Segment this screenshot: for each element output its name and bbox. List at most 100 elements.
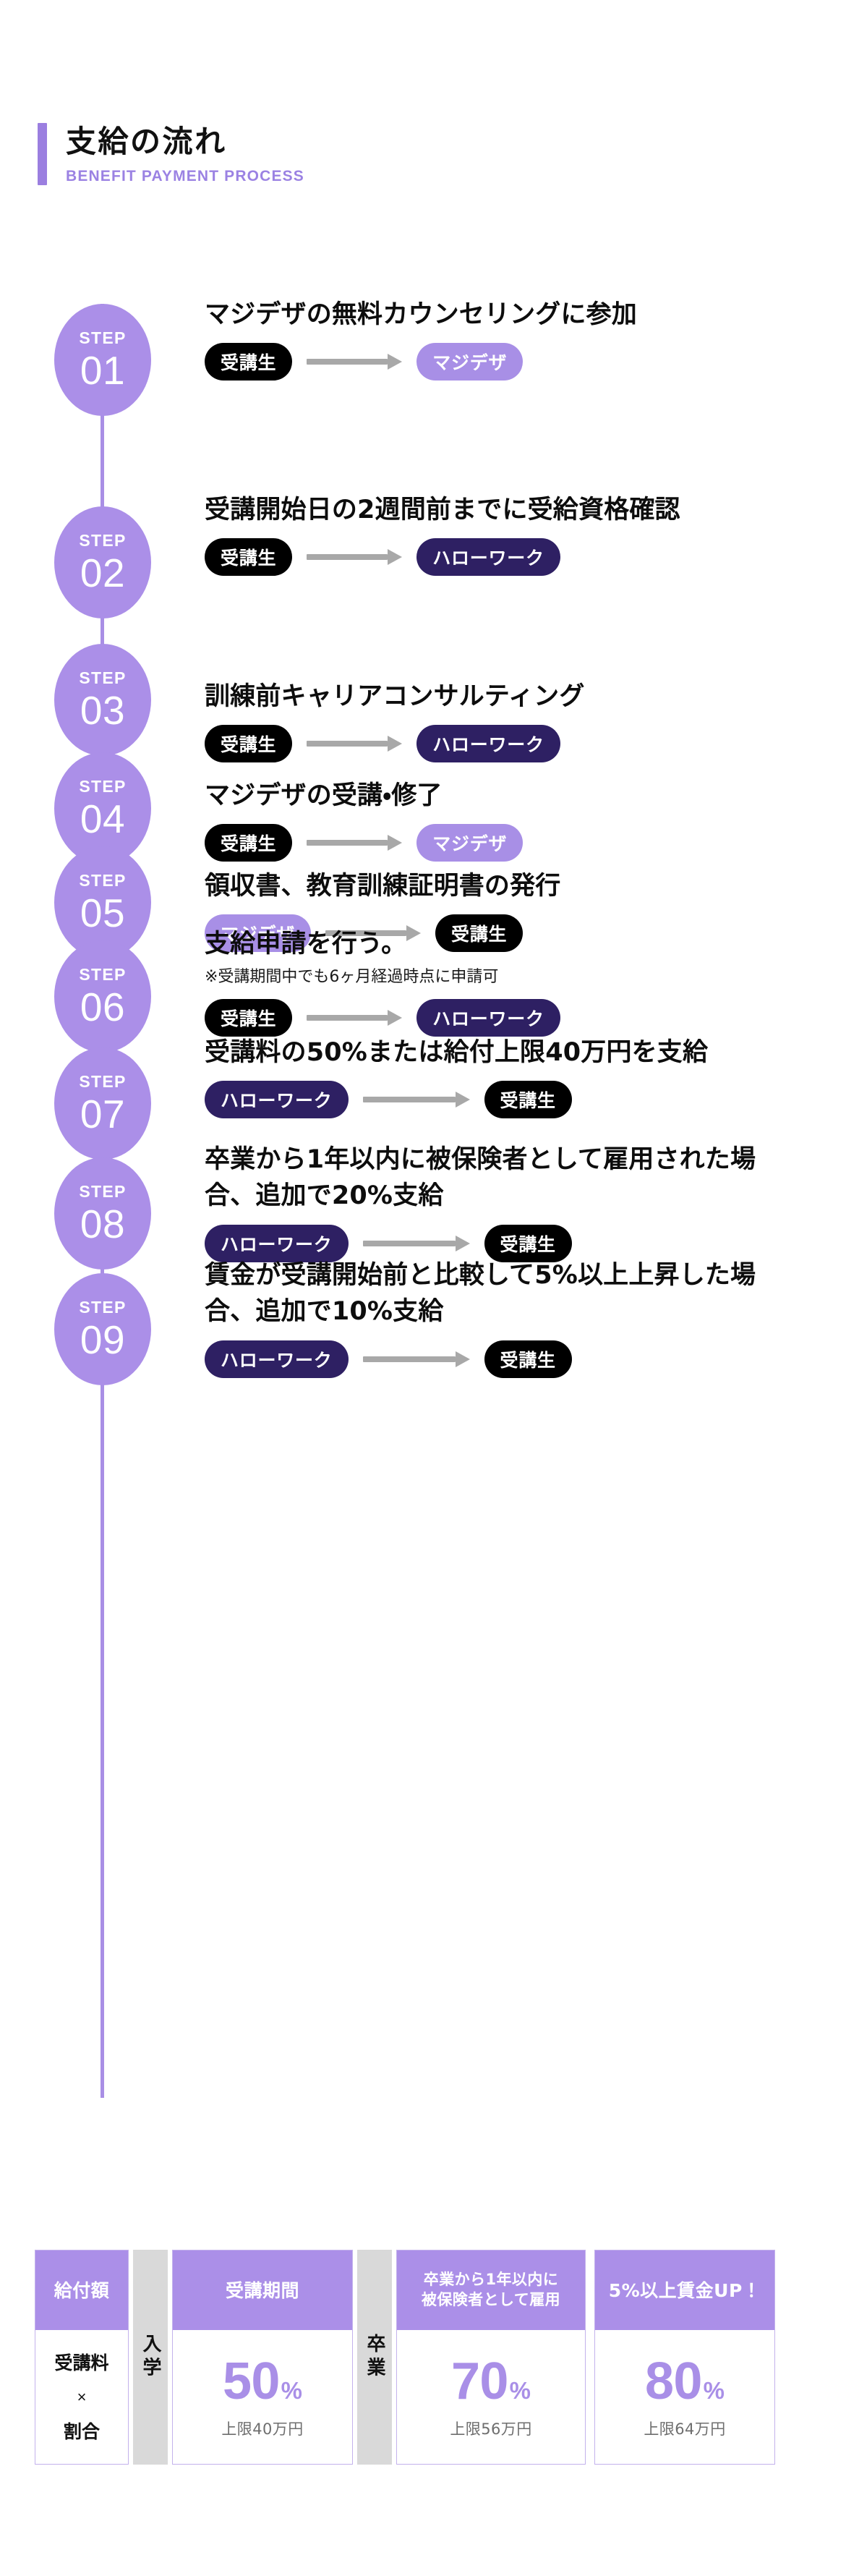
table-column-wage-up: 5%以上賃金UP！ 80 % 上限64万円 — [594, 2250, 775, 2465]
actor-badge-to: 受講生 — [435, 914, 524, 953]
column-header-benefit-amount: 給付額 — [35, 2250, 128, 2330]
step-bullet-number: 07 — [80, 1091, 126, 1136]
actor-badge-to: 受講生 — [484, 1340, 572, 1378]
divider-label-enrollment: 入学 — [140, 2333, 161, 2381]
percent-cap-3: 上限64万円 — [644, 2420, 726, 2438]
column-header-line-2: 被保険者として雇用 — [421, 2291, 561, 2308]
column-header-wage-up: 5%以上賃金UP！ — [595, 2250, 774, 2330]
step-bullet-label: STEP — [79, 1071, 127, 1091]
actor-badge-from: 受講生 — [205, 343, 293, 381]
arrow-shaft — [307, 840, 388, 846]
arrow-head — [388, 1010, 403, 1026]
formula-tuition: 受講料 — [54, 2352, 109, 2373]
step-title: 領収書、教育訓練証明書の発行 — [205, 872, 561, 901]
step-bullet-number: 08 — [80, 1201, 126, 1246]
actor-badge-to: ハローワーク — [416, 538, 560, 577]
step-title: マジデザの無料カウンセリングに参加 — [205, 300, 637, 329]
actor-badge-to: マジデザ — [416, 343, 524, 381]
page-subtitle: BENEFIT PAYMENT PROCESS — [66, 168, 304, 185]
step-actor-flow: 受講生ハローワーク — [205, 725, 805, 763]
step-title: 支給申請を行う。 — [205, 930, 407, 958]
percent-cap-2: 上限56万円 — [450, 2420, 532, 2438]
flow-arrow-icon — [307, 354, 403, 370]
step-bullet-number: 03 — [80, 687, 126, 733]
actor-badge-from: 受講生 — [205, 824, 293, 862]
step-bullet-label: STEP — [79, 328, 127, 347]
arrow-shaft — [307, 554, 388, 561]
column-body-benefit-amount: 受講料 × 割合 — [35, 2330, 128, 2464]
percent-number-2: 70 — [451, 2352, 508, 2410]
flow-arrow-icon — [362, 1235, 470, 1251]
actor-badge-from: 受講生 — [205, 725, 293, 763]
step-title: 賃金が受講開始前と比較して5%以上上昇した場合、追加で10%支給 — [205, 1261, 756, 1327]
actor-badge-to: マジデザ — [416, 824, 524, 862]
step-body-02: 受講開始日の2週間前までに受給資格確認受講生ハローワーク — [205, 492, 805, 577]
arrow-shaft — [325, 930, 407, 937]
step-actor-flow: ハローワーク 受講生 — [205, 1081, 805, 1119]
flow-arrow-icon — [325, 925, 422, 942]
step-bullet-label: STEP — [79, 870, 127, 890]
step-actor-flow: 受講生ハローワーク — [205, 999, 805, 1037]
step-body-04: マジデザの受講・修了受講生マジデザ — [205, 778, 805, 862]
table-column-benefit-amount: 給付額 受講料 × 割合 — [35, 2250, 129, 2465]
step-body-09: 賃金が受講開始前と比較して5%以上上昇した場合、追加で10%支給ハローワーク 受講… — [205, 1257, 805, 1378]
table-divider-enrollment: 入学 — [133, 2250, 168, 2465]
actor-badge-from: ハローワーク — [205, 1224, 349, 1262]
arrow-head — [388, 549, 403, 566]
page-header: 支給の流れ BENEFIT PAYMENT PROCESS — [38, 123, 304, 186]
column-header-line-1: 卒業から1年以内に — [423, 2271, 559, 2289]
step-bullet-label: STEP — [79, 964, 127, 984]
actor-badge-from: ハローワーク — [205, 1081, 349, 1119]
table-column-employed-within-year: 卒業から1年以内に 被保険者として雇用 70 % 上限56万円 — [396, 2250, 586, 2465]
arrow-shaft — [307, 359, 388, 365]
arrow-head — [388, 835, 403, 851]
header-accent-bar — [38, 123, 47, 186]
page-title: 支給の流れ — [66, 124, 227, 159]
step-bullet-label: STEP — [79, 1181, 127, 1201]
step-actor-flow: 受講生 マジデザ — [205, 343, 805, 381]
flow-arrow-icon — [307, 736, 403, 752]
percent-number-1: 50 — [223, 2352, 280, 2410]
formula-multiply-symbol: × — [77, 2387, 87, 2406]
step-body-06: 支給申請を行う。 ※受講期間中でも6ヶ月経過時点に申請可受講生ハローワーク — [205, 926, 805, 1037]
column-body-wage-up: 80 % 上限64万円 — [595, 2330, 774, 2464]
flow-arrow-icon — [307, 1010, 403, 1026]
arrow-shaft — [307, 741, 388, 747]
column-body-employed-within-year: 70 % 上限56万円 — [397, 2330, 585, 2464]
percent-value-group-3: 80 % — [645, 2355, 725, 2407]
flow-arrow-icon — [362, 1092, 470, 1108]
step-body-07: 受講料の50%または給付上限40万円を支給ハローワーク 受講生 — [205, 1034, 805, 1119]
percent-number-3: 80 — [645, 2352, 702, 2410]
step-title: 卒業から1年以内に被保険者として雇用された場合、追加で20%支給 — [205, 1145, 756, 1211]
step-bullet-number: 09 — [80, 1317, 126, 1362]
flow-arrow-icon — [307, 549, 403, 566]
actor-badge-from: ハローワーク — [205, 1340, 349, 1378]
table-column-course-period: 受講期間 50 % 上限40万円 — [172, 2250, 353, 2465]
formula-rate: 割合 — [63, 2420, 100, 2442]
step-title: 受講料の50%または給付上限40万円を支給 — [205, 1038, 709, 1067]
step-title: 訓練前キャリアコンサルティング — [205, 682, 585, 711]
actor-badge-to: 受講生 — [484, 1081, 572, 1119]
arrow-shaft — [307, 1015, 388, 1021]
step-bullet-number: 05 — [80, 890, 126, 935]
actor-badge-to: ハローワーク — [416, 999, 560, 1037]
arrow-head — [388, 354, 403, 370]
column-body-course-period: 50 % 上限40万円 — [173, 2330, 352, 2464]
arrow-head — [388, 736, 403, 752]
step-bullet-label: STEP — [79, 776, 127, 796]
step-bullet-label: STEP — [79, 530, 127, 550]
arrow-shaft — [362, 1097, 456, 1103]
step-actor-flow: 受講生 マジデザ — [205, 824, 805, 862]
benefit-rate-table: 給付額 受講料 × 割合 入学 受講期間 50 % 上限40万円 卒業 卒業から… — [35, 2250, 811, 2465]
step-body-05: 領収書、教育訓練証明書の発行マジデザ受講生 — [205, 868, 805, 953]
arrow-head — [455, 1235, 470, 1251]
step-note: ※受講期間中でも6ヶ月経過時点に申請可 — [205, 968, 499, 987]
arrow-head — [455, 1351, 470, 1367]
percent-sign-3: % — [703, 2376, 725, 2404]
